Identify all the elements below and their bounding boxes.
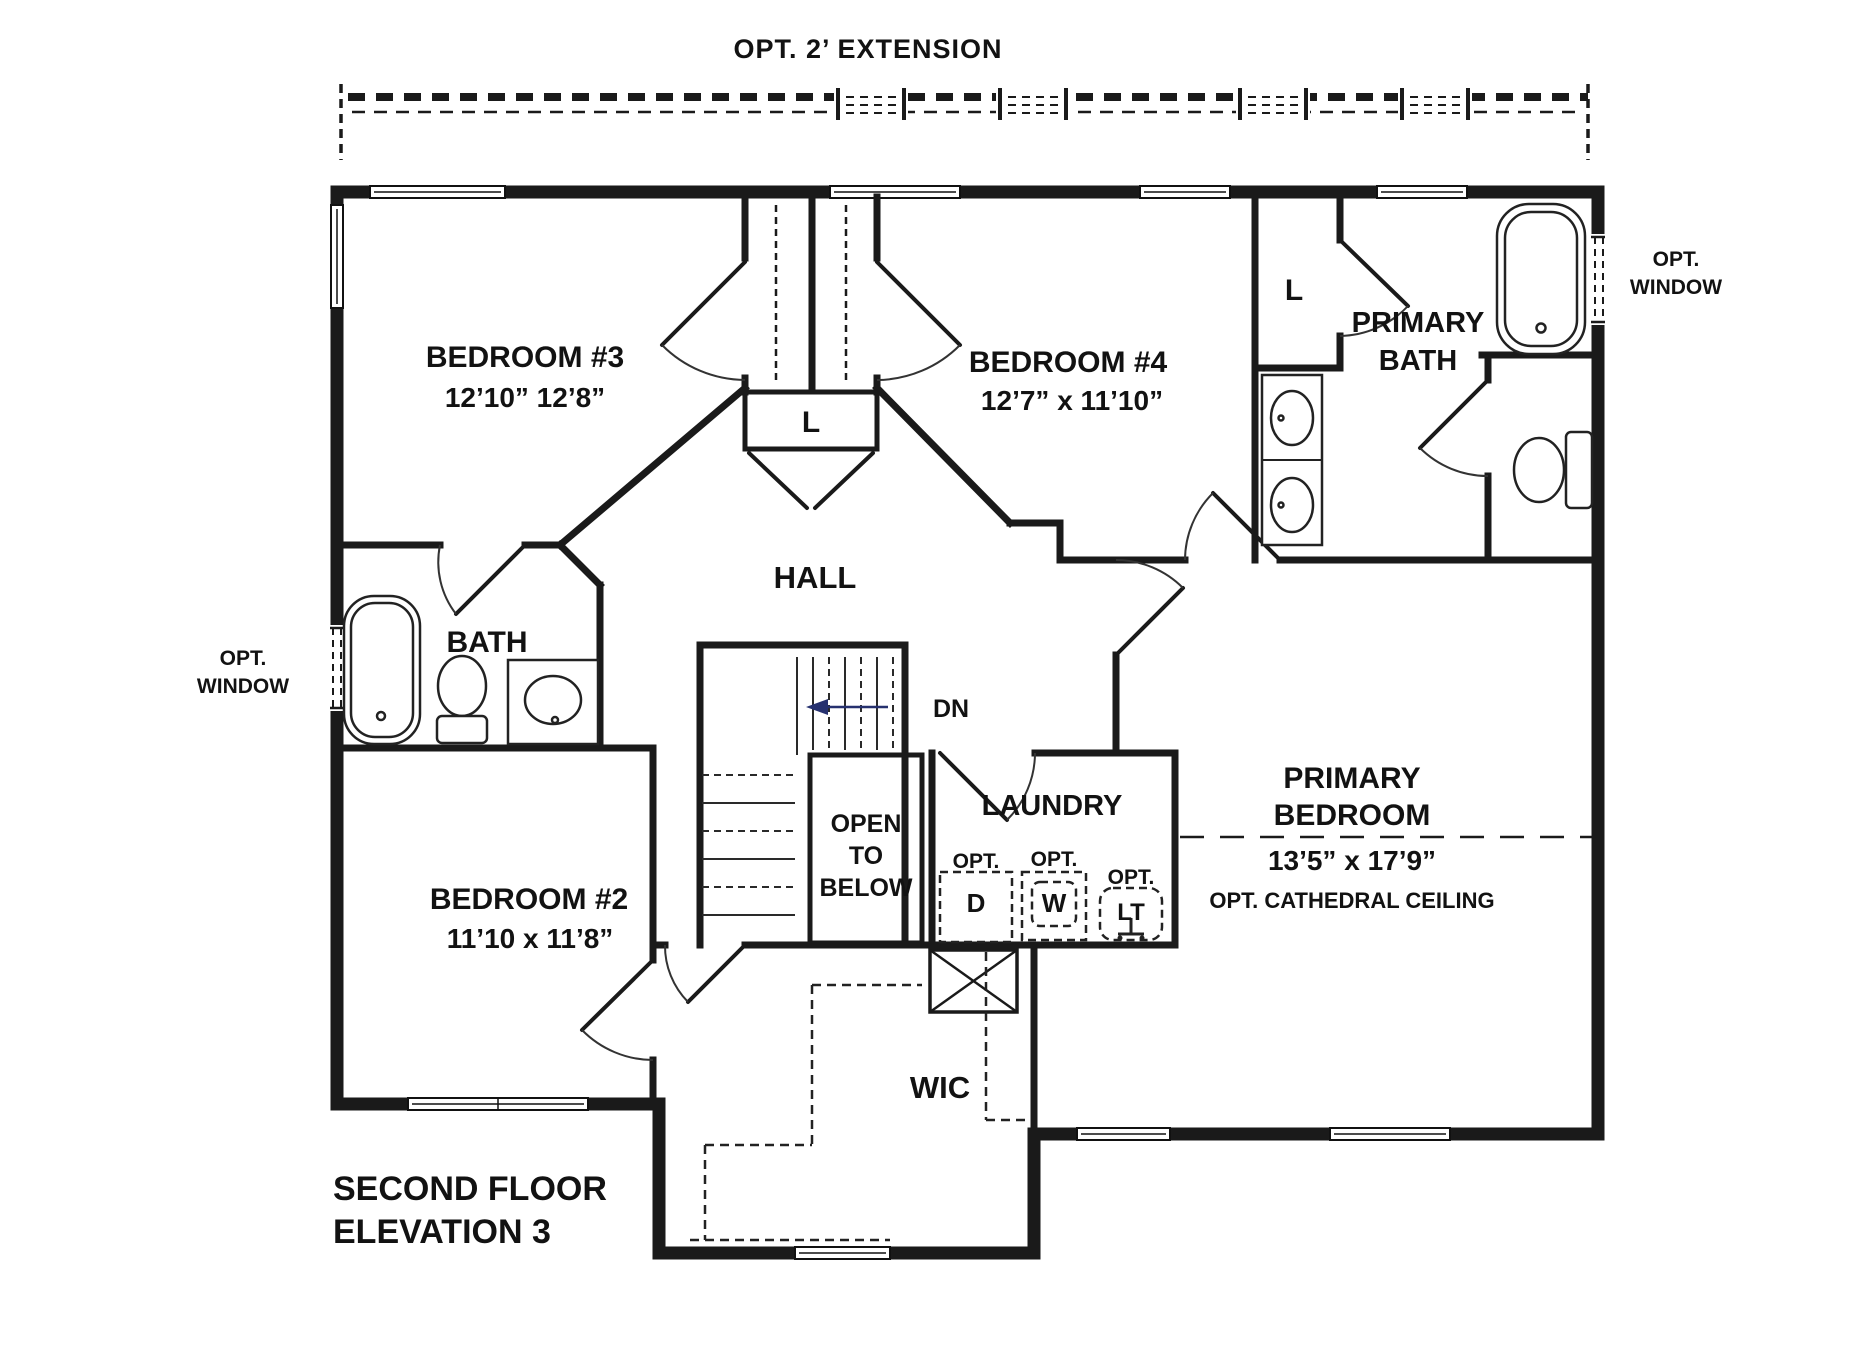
opt-washer-box: [1020, 870, 1088, 942]
bath-fixtures: [342, 202, 1594, 746]
toilet-icon: [1512, 430, 1594, 510]
opt-window-left-icon: [329, 625, 345, 711]
opt-tub-letter: LT: [1117, 899, 1145, 926]
bathtub-icon: [342, 594, 422, 746]
room-label-primary-bedroom-1: PRIMARY: [1283, 762, 1420, 795]
door-bedroom4: [875, 260, 962, 381]
room-dims-bedroom2: 11’10 x 11’8”: [447, 923, 614, 954]
room-label-bedroom2: BEDROOM #2: [430, 883, 628, 916]
room-label-primary-bath-1: PRIMARY: [1352, 307, 1485, 339]
door-primary-bath: [1184, 491, 1282, 562]
faucet-icon: [1117, 918, 1145, 941]
window-icon: [369, 185, 506, 199]
double-sink-vanity-icon: [1260, 373, 1324, 547]
opt-dryer-label: OPT.: [953, 850, 1000, 873]
opt-window-right-2: WINDOW: [1630, 276, 1722, 299]
window-icon: [1076, 1127, 1171, 1141]
opt-washer-letter: W: [1042, 888, 1067, 918]
opt-dryer-box: [938, 870, 1014, 944]
room-dims-primary-bedroom: 13’5” x 17’9”: [1268, 845, 1436, 876]
opt-extension-window-icon: [1236, 86, 1310, 120]
opt-window-left-1: OPT.: [220, 647, 267, 670]
door-primary-bedroom: [1114, 559, 1185, 657]
window-icon: [1329, 1127, 1451, 1141]
toilet-icon: [435, 654, 489, 745]
linen-label-primary: L: [1285, 274, 1303, 307]
room-label-hall: HALL: [774, 560, 857, 595]
opt-washer-label: OPT.: [1031, 848, 1078, 871]
window-icon: [794, 1246, 891, 1260]
opt-extension-outline: [339, 84, 1590, 160]
window-icon: [829, 185, 961, 199]
sink-vanity-icon: [506, 658, 600, 746]
room-label-wic: WIC: [910, 1070, 970, 1105]
hall-linen-closet: [742, 389, 880, 452]
room-label-bath: BATH: [446, 626, 527, 659]
door-bedroom2: [580, 958, 655, 1061]
windows: [329, 185, 1606, 1260]
plan-title-2: ELEVATION 3: [333, 1213, 551, 1251]
text-labels: OPT. 2’ EXTENSION BEDROOM #3 12’10” 12’8…: [197, 34, 1722, 1251]
opt-dryer-letter: D: [967, 888, 986, 918]
door-wic: [663, 943, 747, 1004]
door-laundry: [938, 751, 1036, 822]
plan-title-1: SECOND FLOOR: [333, 1170, 607, 1208]
chase-box: [928, 948, 1019, 1014]
door-water-closet: [1418, 378, 1490, 478]
door-bath: [437, 543, 527, 616]
room-label-primary-bath-2: BATH: [1379, 345, 1457, 377]
room-label-laundry: LAUNDRY: [982, 790, 1123, 822]
primary-bedroom-option: OPT. CATHEDRAL CEILING: [1209, 888, 1494, 913]
window-icon: [407, 1097, 589, 1111]
opt-extension-window-icon: [834, 86, 908, 120]
doors: [437, 238, 1490, 1061]
open-to-below-shaft: [807, 752, 925, 946]
room-dims-bedroom4: 12’7” x 11’10”: [981, 385, 1163, 416]
room-label-bedroom3: BEDROOM #3: [426, 341, 624, 374]
staircase: [702, 657, 925, 946]
room-label-bedroom4: BEDROOM #4: [969, 346, 1168, 379]
opt-laundry-tub-box: [1098, 886, 1164, 942]
window-icon: [330, 204, 344, 309]
opt-window-right-1: OPT.: [1653, 248, 1700, 271]
room-label-primary-bedroom-2: BEDROOM: [1274, 799, 1431, 832]
interior-walls: [333, 193, 1602, 1138]
extension-label: OPT. 2’ EXTENSION: [733, 34, 1002, 64]
room-dims-bedroom3: 12’10” 12’8”: [445, 382, 605, 413]
opt-extension-window-icon: [1398, 86, 1472, 120]
window-icon: [1376, 185, 1468, 199]
laundry-appliances: [938, 870, 1164, 944]
wic-shelving: [690, 952, 1030, 1242]
open-below-1: OPEN: [831, 810, 902, 838]
door-hall-linen: [747, 451, 875, 510]
opt-washer-drum: [1030, 880, 1078, 928]
door-primary-linen: [1338, 238, 1410, 337]
open-below-2: TO: [849, 842, 883, 870]
opt-window-left-2: WINDOW: [197, 675, 289, 698]
opt-tub-label: OPT.: [1108, 866, 1155, 889]
opt-window-right-icon: [1590, 234, 1606, 325]
opt-extension-window-icon: [996, 86, 1070, 120]
bathtub-icon: [1495, 202, 1587, 356]
linen-label-hall: L: [802, 406, 820, 439]
window-icon: [1139, 185, 1231, 199]
stairs-down-label: DN: [933, 695, 969, 723]
door-bedroom3: [660, 260, 747, 381]
open-below-3: BELOW: [819, 874, 912, 902]
down-arrow-icon: [806, 699, 888, 715]
